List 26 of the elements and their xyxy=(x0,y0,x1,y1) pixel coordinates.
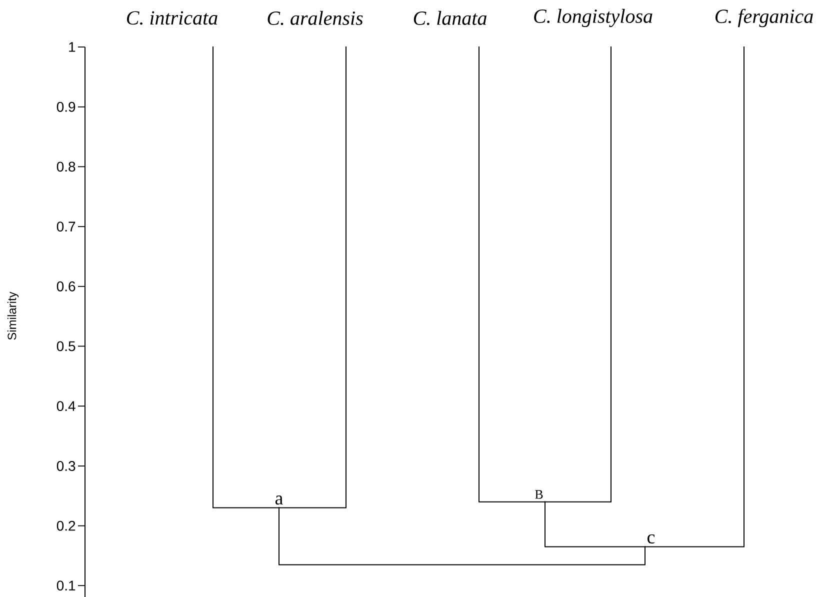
leaf-label: C. ferganica xyxy=(716,8,813,28)
dendrogram-branch xyxy=(644,46,744,548)
dendrogram-branch xyxy=(278,507,646,566)
tick-label: 0.4 xyxy=(56,401,76,412)
dendrogram-branch xyxy=(478,46,546,502)
tick-label: 0.5 xyxy=(56,341,76,352)
leaf-label: C. aralensis xyxy=(268,10,363,26)
cluster-label: c xyxy=(648,534,655,544)
tick-label: 0.9 xyxy=(56,102,76,112)
cluster-label: a xyxy=(275,496,283,505)
tick-label: 0.8 xyxy=(56,162,76,172)
tick-label: 0.7 xyxy=(56,222,76,232)
tick-label: 0.2 xyxy=(56,520,76,531)
dendrogram-branch xyxy=(212,46,280,508)
dendrogram-branch xyxy=(544,501,646,548)
tick-label: 0.6 xyxy=(56,281,76,292)
leaf-label: C. lanata xyxy=(414,10,486,26)
leaf-label: C. intricata xyxy=(127,11,218,25)
axis-title: Similarity xyxy=(7,292,19,340)
dendrogram-branch xyxy=(278,46,346,508)
leaf-label: C. longistylosa xyxy=(534,8,652,28)
tick-label: 0.3 xyxy=(56,461,76,471)
tick-label: 0.1 xyxy=(56,580,76,591)
tick-label: 1 xyxy=(69,42,76,52)
dendrogram-branch xyxy=(544,46,612,502)
cluster-label: B xyxy=(535,490,543,499)
